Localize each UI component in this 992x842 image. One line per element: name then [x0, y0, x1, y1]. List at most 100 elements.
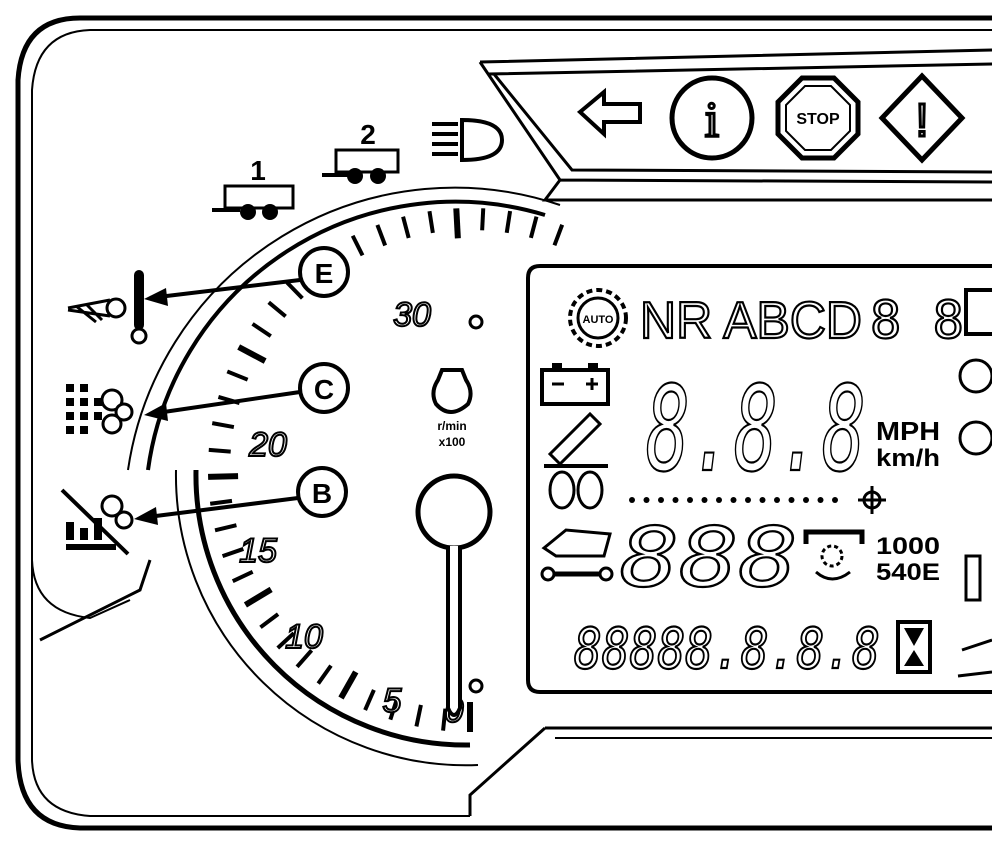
- lcd-dot: [672, 497, 679, 503]
- tach-label-15: 15: [239, 532, 277, 570]
- lcd-dot-row: [629, 497, 838, 503]
- trailer-2-label: 2: [360, 119, 376, 150]
- right-edge-icon-3: [964, 554, 982, 602]
- lcd-dot: [716, 497, 722, 503]
- wheel-slip-icon: [544, 411, 608, 510]
- pto-540e-label: 540E: [876, 559, 940, 586]
- warning-diamond-glyph: !: [916, 94, 929, 146]
- warning-housing: [478, 48, 992, 202]
- speed-unit-mph: MPH: [876, 416, 940, 446]
- arrow-left-icon: [576, 87, 642, 139]
- tachometer-needle: [415, 473, 493, 717]
- info-icon-glyph: i: [705, 91, 719, 147]
- lcd-dot: [730, 497, 737, 503]
- lcd-dot: [658, 497, 664, 503]
- right-edge-icon-4: [957, 638, 992, 678]
- lcd-dot: [687, 497, 693, 503]
- speed-unit-kmh: km/h: [876, 445, 940, 472]
- trailer-1-icon: 1: [212, 155, 295, 220]
- speed-digits: 8.8.8: [646, 360, 866, 498]
- tach-label-30: 30: [393, 296, 431, 334]
- tach-label-5: 5: [383, 682, 402, 720]
- tach-tick: [388, 698, 399, 721]
- tach-tick: [259, 612, 280, 629]
- gear-range-text: NR ABCD: [640, 292, 862, 350]
- tach-unit-x100: x100: [439, 435, 466, 449]
- tach-tick: [480, 208, 486, 231]
- lcd-display: AUTO NR ABCD 8 8 8.8.8 MPH km/h: [468, 264, 992, 816]
- tach-tick: [375, 224, 388, 247]
- coolant-temperature-icon: [67, 270, 148, 345]
- tach-tick: [504, 210, 513, 234]
- tach-tick: [208, 473, 239, 480]
- tach-tick: [231, 569, 254, 583]
- tach-tick: [350, 234, 365, 257]
- trailer-2-icon: 2: [322, 119, 400, 184]
- callout-b-label: B: [312, 478, 332, 509]
- tach-tick: [237, 344, 267, 364]
- stop-icon: STOP: [775, 75, 861, 161]
- tach-tick: [267, 300, 287, 318]
- tach-tick: [211, 421, 235, 430]
- lcd-dot: [643, 497, 650, 503]
- tach-tick: [295, 648, 314, 669]
- tach-dot-bottom: [468, 678, 484, 694]
- cold-start-disabled-icon: [60, 488, 134, 556]
- headlight-icon: [432, 117, 505, 163]
- tach-tick: [285, 281, 304, 300]
- right-edge-icon-2: [958, 420, 992, 456]
- rpm-digits: 888: [620, 511, 798, 606]
- lcd-dot: [788, 497, 795, 503]
- panel-left-contour: [39, 559, 152, 642]
- hourglass-icon: [896, 620, 932, 674]
- right-edge-icon: [964, 288, 992, 336]
- tach-tick: [453, 208, 461, 239]
- warning-diamond-icon: !: [878, 72, 966, 164]
- info-icon: i: [669, 75, 755, 161]
- crosshair-indicator-icon: [858, 486, 886, 514]
- tach-tick: [251, 322, 272, 338]
- tach-tick: [221, 547, 245, 559]
- lcd-dot: [774, 497, 780, 503]
- callout-b: B: [134, 466, 348, 525]
- right-edge-icon-1: [958, 358, 992, 394]
- stop-icon-label: STOP: [796, 111, 840, 128]
- pto-speed-icon: [803, 529, 865, 581]
- tach-tick: [414, 704, 423, 727]
- lcd-dot: [629, 497, 635, 503]
- tach-tick: [209, 498, 233, 506]
- pto-1000-label: 1000: [876, 533, 940, 560]
- tach-tick: [243, 586, 273, 608]
- auto-gear-icon: AUTO: [568, 288, 628, 348]
- tach-tick: [276, 631, 296, 650]
- callout-e: E: [144, 246, 350, 306]
- air-filter-icon: [66, 384, 134, 435]
- lcd-dot: [759, 497, 766, 503]
- tach-dot-top: [468, 314, 484, 330]
- tach-tick: [441, 708, 448, 731]
- tach-unit-rmin: r/min: [437, 419, 466, 433]
- odometer-digits: 88888.8.8.8: [574, 617, 880, 682]
- callout-c: C: [144, 362, 350, 421]
- tach-label-20: 20: [248, 426, 287, 464]
- tach-tick: [401, 216, 411, 239]
- auto-badge-label: AUTO: [583, 314, 614, 326]
- tach-tick: [338, 670, 359, 700]
- gear-digits: 8 8: [870, 291, 964, 351]
- tach-label-10: 10: [285, 618, 323, 656]
- lcd-dot: [832, 497, 838, 503]
- lcd-dot: [745, 497, 751, 503]
- tach-tick: [208, 447, 231, 454]
- engine-symbol-icon: [431, 368, 473, 414]
- tach-tick: [427, 210, 435, 234]
- tach-tick: [316, 664, 333, 685]
- tach-tick: [214, 523, 237, 533]
- panel-outer-bezel: [15, 15, 992, 831]
- trailer-1-label: 1: [250, 155, 266, 186]
- callout-e-label: E: [315, 258, 334, 289]
- lcd-dot: [701, 497, 708, 503]
- tach-tick: [552, 224, 565, 247]
- tach-tick: [363, 689, 376, 711]
- battery-icon: [540, 363, 610, 406]
